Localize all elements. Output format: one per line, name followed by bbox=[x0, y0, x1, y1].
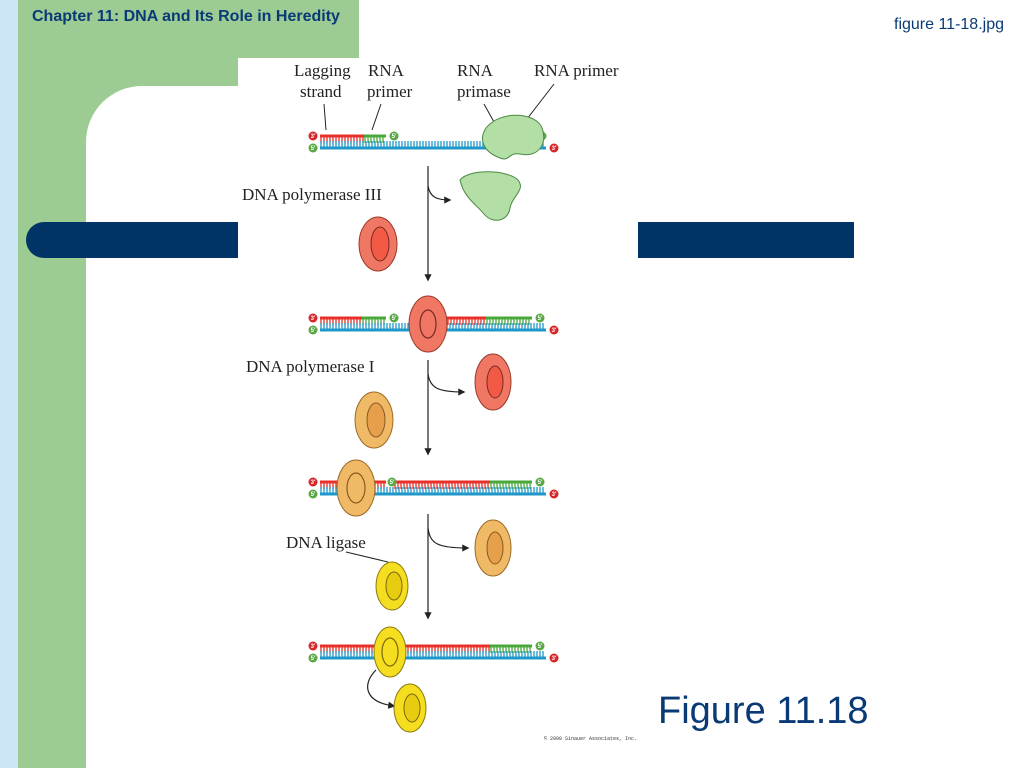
end-cap-bottom-right bbox=[549, 143, 559, 153]
okazaki-fragment-segment bbox=[394, 480, 490, 484]
rna-primase-released bbox=[459, 171, 521, 221]
end-cap-primer-5prime-text: 5' bbox=[392, 316, 397, 322]
figure-panel: Lagging strand RNA primer RNA primase RN… bbox=[238, 58, 638, 748]
end-cap-top-left-text: 3' bbox=[311, 480, 316, 486]
pointer-rna-primer bbox=[371, 103, 382, 131]
dna-polymerase-iii-bound bbox=[408, 295, 448, 353]
end-cap-bottom-right bbox=[549, 325, 559, 335]
label-primase-1: RNA bbox=[457, 61, 494, 80]
end-cap-bottom-left-text: 5' bbox=[311, 146, 316, 152]
rna-primer-segment bbox=[364, 134, 386, 138]
lagging-strand-segment bbox=[320, 134, 364, 138]
end-cap-top-right-text: 5' bbox=[538, 480, 543, 486]
dna-ligase-bound bbox=[373, 626, 407, 678]
dna-ligase-core bbox=[385, 571, 403, 601]
label-dna-ligase: DNA ligase bbox=[286, 533, 366, 552]
label-rna-primer-right: RNA primer bbox=[534, 61, 619, 80]
template-strand bbox=[320, 146, 546, 150]
label-lagging-strand-1: Lagging bbox=[294, 61, 351, 80]
end-cap-bottom-left-text: 5' bbox=[311, 492, 316, 498]
accent-bar-right bbox=[638, 222, 854, 258]
left-green-strip bbox=[18, 0, 86, 768]
dna-step-2: 3' 5' 3' 5' 5' bbox=[308, 295, 559, 353]
rna-primer-segment bbox=[362, 316, 386, 320]
dna-polymerase-iii-bound-ring bbox=[419, 309, 437, 339]
file-label: figure 11-18.jpg bbox=[894, 16, 1004, 33]
end-cap-bottom-left bbox=[308, 489, 318, 499]
end-cap-primer-5prime bbox=[387, 477, 397, 487]
figure-caption: Figure 11.18 bbox=[658, 690, 869, 732]
label-dna-polymerase-iii: DNA polymerase III bbox=[242, 185, 382, 204]
left-edge-strip bbox=[0, 0, 18, 768]
end-cap-bottom-right bbox=[549, 489, 559, 499]
pointer-dna-ligase bbox=[345, 551, 389, 563]
dna-polymerase-i-released-core bbox=[486, 531, 504, 565]
dna-step-3: 3' 5' 3' 5' 5' bbox=[308, 459, 559, 517]
end-cap-top-right bbox=[535, 313, 545, 323]
end-cap-bottom-right-text: 3' bbox=[552, 656, 557, 662]
rna-primer-new-segment bbox=[490, 644, 532, 648]
label-dna-polymerase-i: DNA polymerase I bbox=[246, 357, 375, 376]
end-cap-primer-5prime bbox=[389, 131, 399, 141]
dna-step-4: 3' 5' 3' 5' bbox=[308, 626, 559, 678]
template-strand bbox=[320, 492, 546, 496]
arrow-pol1-release bbox=[427, 527, 470, 552]
end-cap-top-right bbox=[535, 641, 545, 651]
end-cap-top-left bbox=[308, 131, 318, 141]
end-cap-primer-5prime-text: 5' bbox=[390, 480, 395, 486]
end-cap-bottom-right-text: 3' bbox=[552, 328, 557, 334]
label-rna-primer-2: primer bbox=[367, 82, 413, 101]
dna-step-1: 3'5'3'5'5' bbox=[308, 114, 559, 160]
label-lagging-strand-2: strand bbox=[300, 82, 342, 101]
end-cap-top-left bbox=[308, 641, 318, 651]
dna-polymerase-iii-core bbox=[370, 226, 390, 262]
pointer-primase bbox=[483, 103, 495, 123]
dna-polymerase-i-bound-ring bbox=[346, 472, 366, 504]
end-cap-bottom-right-text: 3' bbox=[552, 146, 557, 152]
chapter-title: Chapter 11: DNA and Its Role in Heredity bbox=[32, 8, 340, 25]
end-cap-bottom-left bbox=[308, 653, 318, 663]
end-cap-bottom-left-text: 5' bbox=[311, 328, 316, 334]
end-cap-top-left-text: 3' bbox=[311, 644, 316, 650]
okazaki-fragment-segment bbox=[414, 316, 486, 320]
dna-ligase-bound-ring bbox=[381, 637, 399, 667]
dna-replication-diagram: Lagging strand RNA primer RNA primase RN… bbox=[242, 61, 637, 742]
template-strand bbox=[320, 656, 546, 660]
end-cap-top-left-text: 3' bbox=[311, 134, 316, 140]
end-cap-primer-5prime bbox=[389, 313, 399, 323]
rna-primase-on-strand bbox=[482, 114, 545, 160]
end-cap-bottom-right-text: 3' bbox=[552, 492, 557, 498]
pointer-lagging-strand bbox=[323, 103, 327, 131]
dna-ligase-released-core bbox=[403, 693, 421, 723]
label-rna-primer-1: RNA bbox=[368, 61, 405, 80]
end-cap-top-right-text: 5' bbox=[538, 316, 543, 322]
rna-primer-new-segment bbox=[486, 316, 532, 320]
end-cap-top-right-text: 5' bbox=[538, 644, 543, 650]
arrow-ligase-release bbox=[367, 669, 396, 709]
end-cap-bottom-right bbox=[549, 653, 559, 663]
end-cap-bottom-left bbox=[308, 325, 318, 335]
rna-primer-new-segment bbox=[490, 480, 532, 484]
copyright: © 2000 Sinauer Associates, Inc. bbox=[544, 735, 637, 742]
lagging-strand-segment bbox=[320, 316, 362, 320]
label-primase-2: primase bbox=[457, 82, 511, 101]
dna-polymerase-iii-released-core bbox=[486, 365, 504, 399]
dna-polymerase-i-bound bbox=[336, 459, 376, 517]
end-cap-top-left bbox=[308, 313, 318, 323]
arrow-pol3-release bbox=[427, 373, 466, 396]
end-cap-top-left bbox=[308, 477, 318, 487]
dna-polymerase-i-core bbox=[366, 402, 386, 438]
end-cap-primer-5prime-text: 5' bbox=[392, 134, 397, 140]
end-cap-bottom-left bbox=[308, 143, 318, 153]
end-cap-top-right bbox=[535, 477, 545, 487]
end-cap-top-left-text: 3' bbox=[311, 316, 316, 322]
accent-bar-left bbox=[26, 222, 246, 258]
arrow-primase-release bbox=[427, 185, 452, 204]
end-cap-bottom-left-text: 5' bbox=[311, 656, 316, 662]
